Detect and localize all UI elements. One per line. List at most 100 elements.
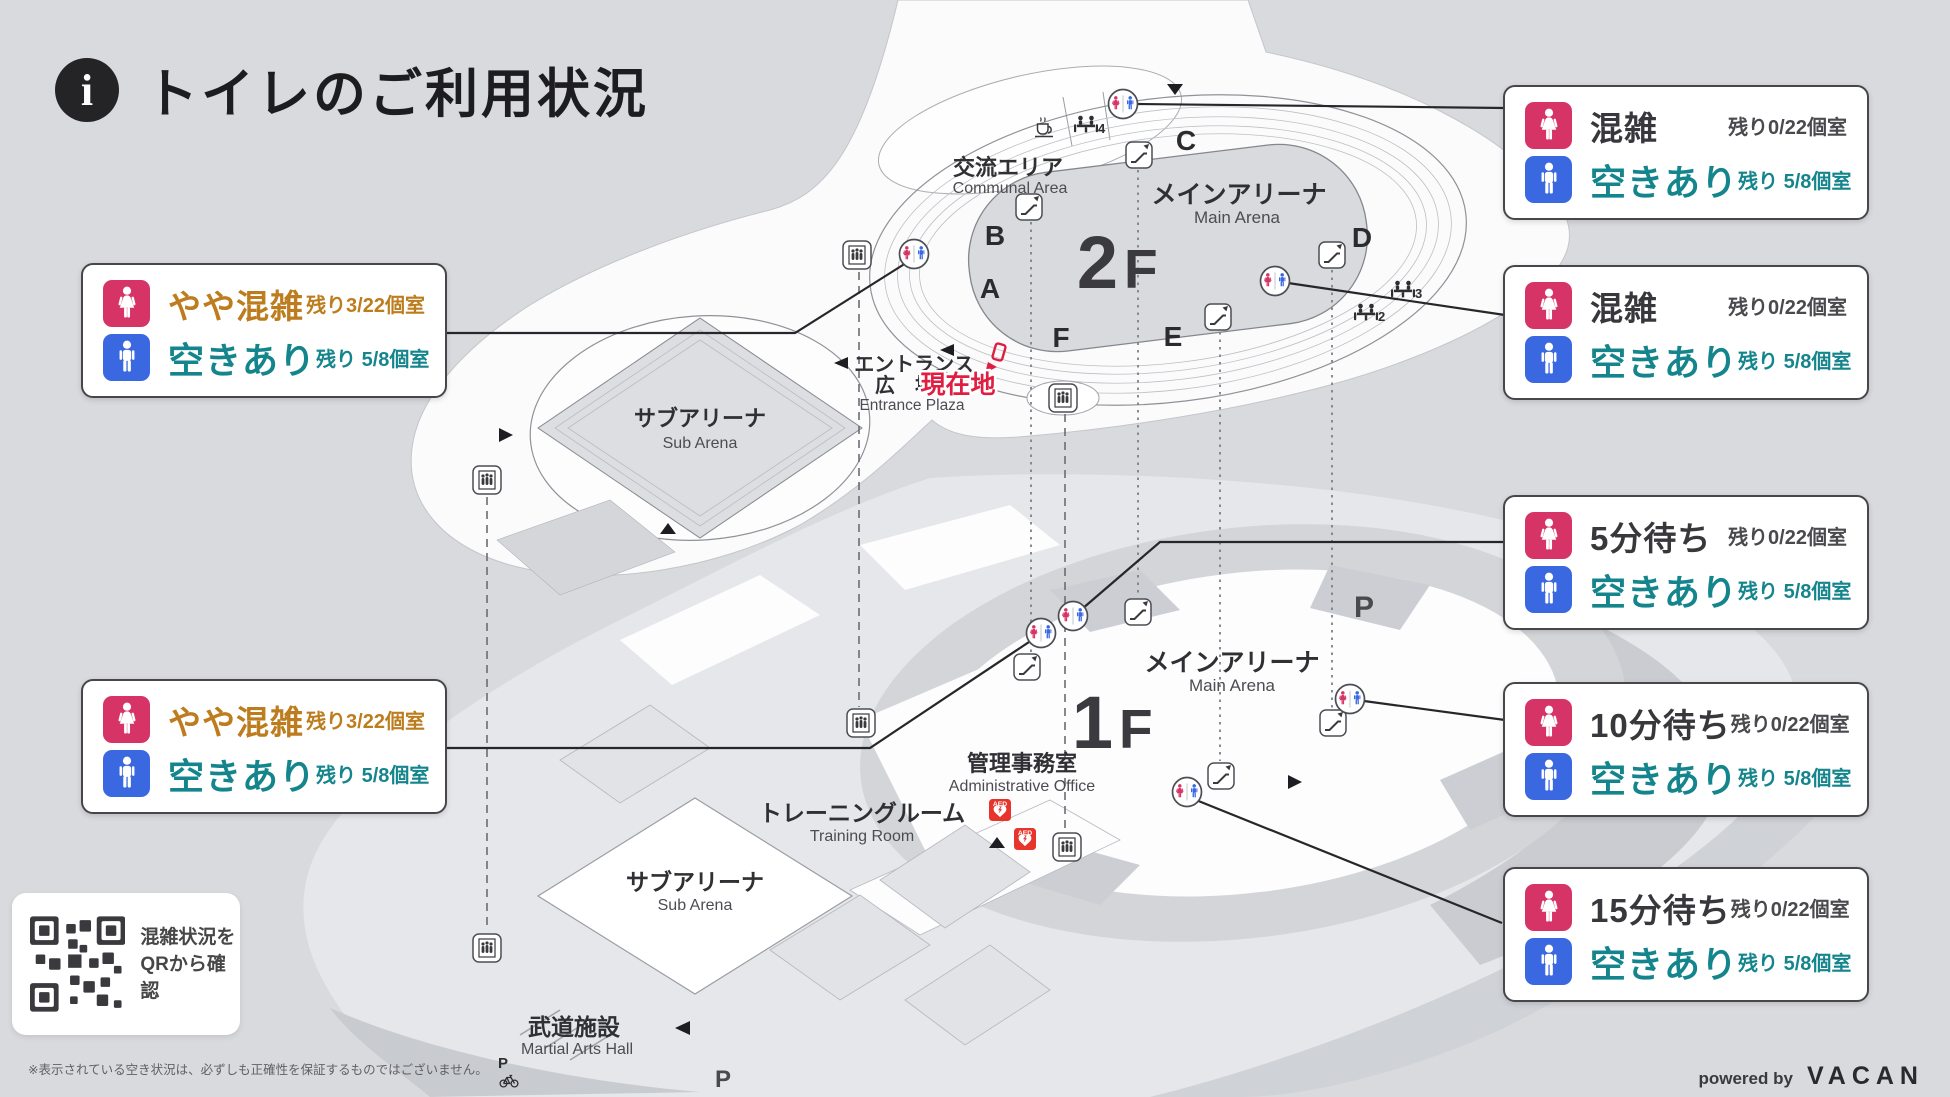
qr-code xyxy=(30,916,126,1012)
female-remaining: 残り3/22個室 xyxy=(306,711,425,733)
escalator-link-lines xyxy=(1030,170,1333,761)
female-remaining: 残り0/22個室 xyxy=(1728,297,1847,319)
toilet-icon-1f-west xyxy=(1027,619,1056,648)
entrance-plaza-label-jp1: エントランス xyxy=(854,354,974,376)
entrance-plaza-label-jp2: 広 場 xyxy=(875,373,935,397)
male-status: 空きあり xyxy=(1590,571,1739,613)
qr-caption-line1: 混雑状況を xyxy=(140,926,236,948)
floor-1f xyxy=(303,474,1830,1097)
female-status: 混雑 xyxy=(1590,289,1658,327)
main-arena-1f-label-en: Main Arena xyxy=(1189,676,1276,695)
female-remaining: 残り0/22個室 xyxy=(1730,714,1850,736)
escalator-icon xyxy=(1207,762,1235,790)
female-status-row: 5分待ち 残り0/22個室 xyxy=(1525,512,1847,559)
male-remaining: 残り 5/8個室 xyxy=(1738,581,1852,603)
female-status-row: 混雑 残り0/22個室 xyxy=(1525,282,1847,329)
status-card-1f-west: やや混雑 残り3/22個室 空きあり 残り 5/8個室 xyxy=(81,679,447,814)
qr-panel: 混雑状況を QRから確認 xyxy=(12,893,240,1035)
current-location-label: 現在地 xyxy=(920,371,995,399)
escalator-icon xyxy=(1124,598,1152,626)
male-remaining: 残り 5/8個室 xyxy=(1738,351,1852,373)
powered-by: powered by VACAN xyxy=(1698,1062,1924,1091)
elevator-link-lines xyxy=(486,272,1066,930)
female-icon xyxy=(1525,282,1572,329)
female-icon xyxy=(1525,884,1572,931)
male-remaining: 残り 5/8個室 xyxy=(1738,768,1852,790)
martial-hatch xyxy=(519,1009,611,1061)
male-icon xyxy=(1525,156,1572,203)
toilet-icon-1f-south xyxy=(1173,778,1202,807)
escalator-icon xyxy=(1204,303,1232,331)
male-remaining: 残り 5/8個室 xyxy=(316,349,430,371)
main-arena-2f-label-en: Main Arena xyxy=(1194,208,1281,227)
female-status: やや混雑 xyxy=(168,703,304,741)
female-status: 混雑 xyxy=(1590,109,1658,147)
martial-arts-label-jp: 武道施設 xyxy=(528,1014,621,1040)
female-status: 15分待ち xyxy=(1590,891,1731,929)
current-location-pin xyxy=(991,342,1007,362)
escalator-icon xyxy=(1013,653,1041,681)
disclaimer: ※表示されている空き状況は、必ずしも正確性を保証するものではございません。 xyxy=(28,1063,488,1077)
elevator-icon xyxy=(846,708,876,738)
sub-arena-2f xyxy=(537,317,863,539)
sub-arena-2f-label-en: Sub Arena xyxy=(663,435,738,452)
card-connectors xyxy=(446,102,1506,925)
sub-arena-2f-label-jp: サブアリーナ xyxy=(634,406,766,431)
martial-arts-label-en: Martial Arts Hall xyxy=(521,1041,633,1058)
parking-label: P xyxy=(1354,591,1374,624)
male-status-row: 空きあり 残り 5/8個室 xyxy=(103,334,429,381)
escalator-icon xyxy=(1015,193,1043,221)
female-status-row: 混雑 残り0/22個室 xyxy=(1525,102,1847,149)
escalator-icon xyxy=(1319,709,1347,737)
male-remaining: 残り 5/8個室 xyxy=(1738,171,1852,193)
female-icon xyxy=(1525,699,1572,746)
female-remaining: 残り0/22個室 xyxy=(1728,527,1847,549)
floor-2f-number: 2 xyxy=(1077,221,1118,304)
sub-arena-1f-label-en: Sub Arena xyxy=(658,897,733,914)
communal-area-label-en: Communal Area xyxy=(953,180,1068,197)
male-icon xyxy=(103,750,150,797)
male-status-row: 空きあり 残り 5/8個室 xyxy=(1525,156,1851,203)
table-count-2: 2 xyxy=(1378,309,1385,324)
female-icon xyxy=(1525,102,1572,149)
labels-2f: 交流エリア Communal Area メインアリーナ Main Arena 2… xyxy=(634,121,1422,452)
status-card-2f-east: 混雑 残り0/22個室 空きあり 残り 5/8個室 xyxy=(1503,265,1869,400)
labels-1f: P メインアリーナ Main Arena 1 F 管理事務室 Administr… xyxy=(498,591,1374,1093)
elevator-icon xyxy=(472,933,502,963)
escalator-icon xyxy=(1318,241,1346,269)
table-count-4: 4 xyxy=(1098,121,1106,136)
male-status: 空きあり xyxy=(1590,161,1739,203)
section-e-label: E xyxy=(1164,321,1183,352)
female-status-row: 10分待ち 残り0/22個室 xyxy=(1525,699,1850,746)
parking-south-label: P xyxy=(715,1066,731,1093)
female-remaining: 残り3/22個室 xyxy=(306,295,425,317)
male-status: 空きあり xyxy=(1590,758,1739,800)
section-c-label: C xyxy=(1176,125,1196,156)
main-arena-1f-label-jp: メインアリーナ xyxy=(1144,649,1319,677)
male-icon xyxy=(1525,566,1572,613)
section-d-label: D xyxy=(1352,222,1372,253)
status-card-2f-west: やや混雑 残り3/22個室 空きあり 残り 5/8個室 xyxy=(81,263,447,398)
floor-2f-suffix: F xyxy=(1124,238,1158,300)
entrance-plaza-label-en: Entrance Plaza xyxy=(859,397,964,414)
status-card-1f-northwest: 5分待ち 残り0/22個室 空きあり 残り 5/8個室 xyxy=(1503,495,1869,630)
status-card-2f-north: 混雑 残り0/22個室 空きあり 残り 5/8個室 xyxy=(1503,85,1869,220)
vacan-logo: VACAN xyxy=(1806,1062,1924,1090)
male-status-row: 空きあり 残り 5/8個室 xyxy=(1525,753,1851,800)
elevator-icon xyxy=(472,465,502,495)
female-status: 5分待ち xyxy=(1590,519,1712,557)
info-icon: i xyxy=(55,58,119,122)
male-remaining: 残り 5/8個室 xyxy=(316,765,430,787)
sub-arena-1f xyxy=(536,797,854,995)
male-remaining: 残り 5/8個室 xyxy=(1738,953,1852,975)
female-status: 10分待ち xyxy=(1590,706,1731,744)
bicycle-parking-label: P xyxy=(498,1055,508,1072)
floor-2f xyxy=(410,0,1570,596)
qr-caption: 混雑状況を QRから確認 xyxy=(140,924,240,1005)
toilet-icon-1f-east xyxy=(1336,685,1365,714)
floor-1f-number: 1 xyxy=(1072,681,1113,764)
powered-by-label: powered by xyxy=(1698,1069,1793,1088)
section-b-label: B xyxy=(985,220,1005,251)
elevator-icon xyxy=(842,240,872,270)
male-icon xyxy=(1525,336,1572,383)
